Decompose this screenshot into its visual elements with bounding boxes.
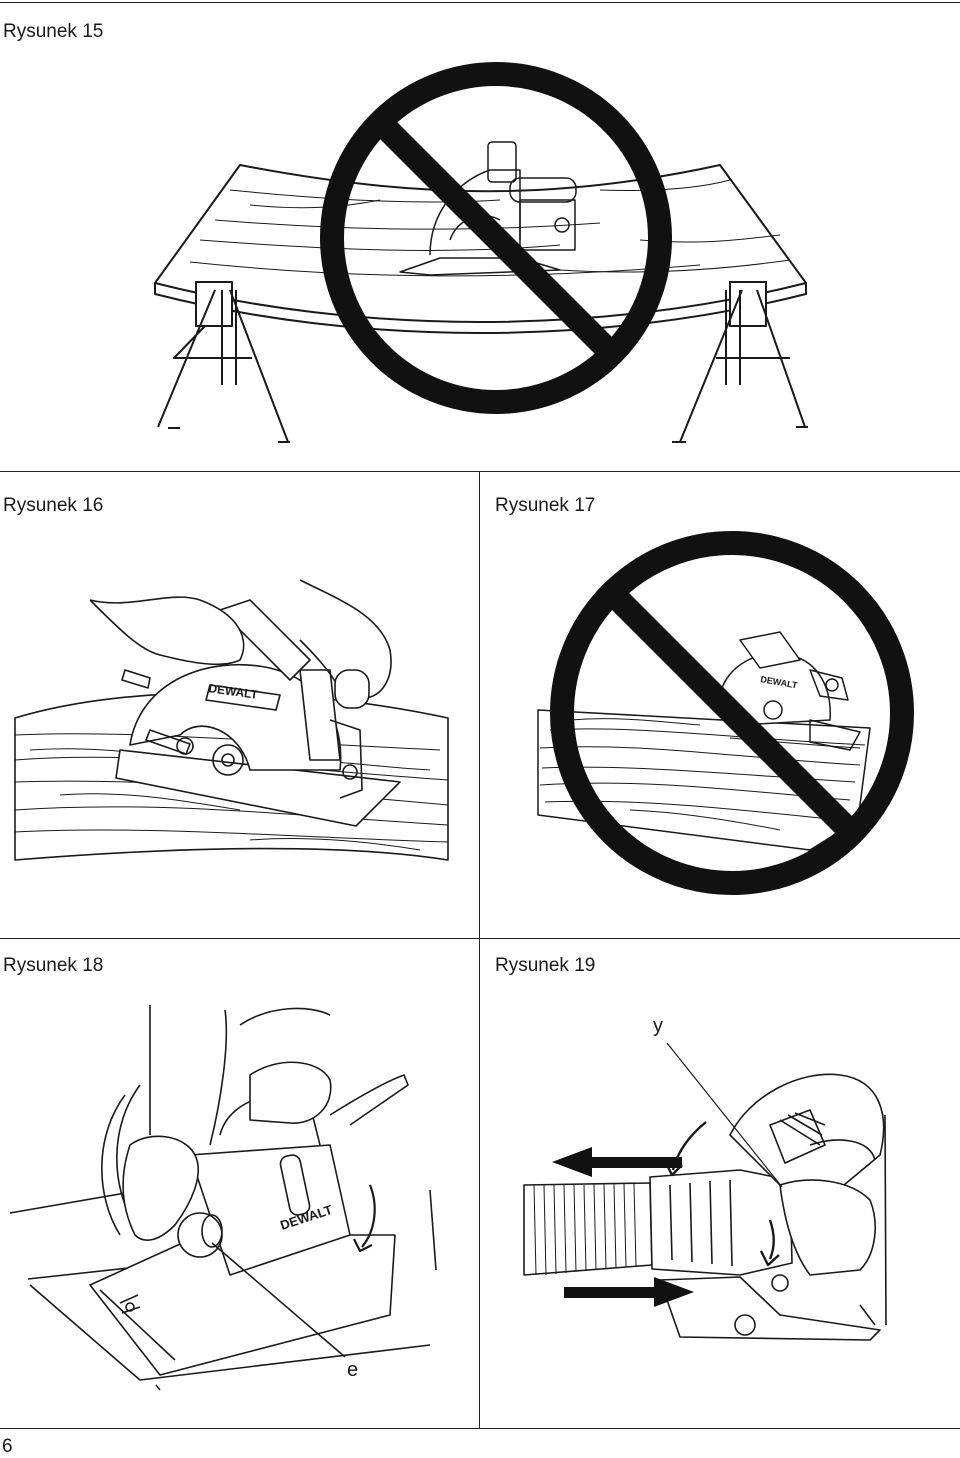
figure-18-caption: Rysunek 18 — [3, 955, 104, 976]
figure-15-caption: Rysunek 15 — [3, 21, 104, 42]
figure-16-illustration: DEWALT — [14, 579, 449, 861]
figure-18-illustration: DEWALT e — [9, 1005, 437, 1391]
figure-17-caption: Rysunek 17 — [495, 495, 596, 516]
callout-e: e — [347, 1359, 358, 1381]
figure-19-caption: Rysunek 19 — [495, 955, 596, 976]
row-divider-1 — [0, 471, 960, 472]
figure-15-illustration — [154, 62, 808, 443]
top-rule — [0, 2, 960, 3]
row-divider-2 — [0, 938, 960, 939]
bottom-rule — [0, 1428, 960, 1429]
callout-y: y — [653, 1015, 663, 1037]
dewalt-logo-fig16: DEWALT — [208, 681, 260, 702]
column-divider — [479, 471, 480, 1428]
prohibition-sign-icon — [320, 62, 672, 414]
arrow-right-icon — [564, 1277, 694, 1307]
arrow-left-icon — [552, 1147, 682, 1177]
figure-17-illustration: DEWALT — [537, 531, 914, 895]
page-number: 6 — [2, 1436, 13, 1457]
figure-16-caption: Rysunek 16 — [3, 495, 104, 516]
prohibition-sign-icon — [550, 531, 914, 895]
figure-19-illustration: y — [523, 1015, 887, 1341]
